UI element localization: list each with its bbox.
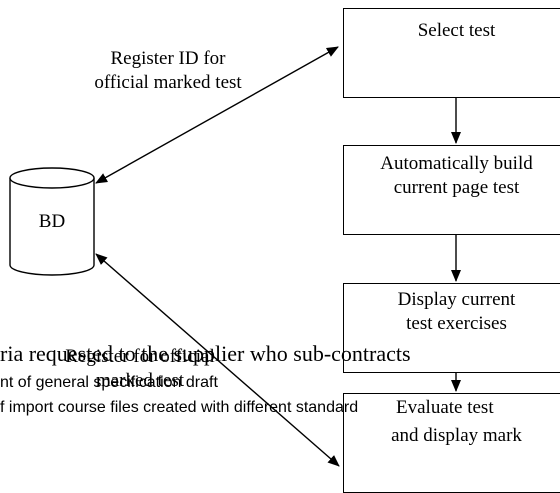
overlap-text-line3: f import course files created with diffe… [0,399,359,416]
edge-label-register-top-line1: Register ID for [110,48,226,69]
edge-label-register-bottom-line1: Register for official [65,346,215,367]
final-step-label: and display mark [391,425,522,446]
database-label: BD [38,211,66,232]
edge-label-register-top: Register ID for official marked test [58,47,278,95]
select-test-label: Select test [417,20,496,41]
database-cylinder [9,167,95,276]
overlap-text-line3-overprint: Evaluate test [396,397,494,418]
display-exercises-label-line1: Display current [397,289,516,310]
edge-label-register-bottom: Register for official marked test [55,345,225,393]
display-exercises-box: Display current test exercises [343,283,560,373]
overlap-text-line2: nt of general specification draft [0,374,218,391]
auto-build-label-line2: current page test [393,177,520,198]
display-exercises-label-line2: test exercises [406,313,507,334]
connector-layer [9,46,461,467]
overlap-text-line1: ria requested to the supplier who sub-co… [0,341,411,366]
auto-build-box: Automatically build current page test [343,145,560,235]
auto-build-label-line1: Automatically build [380,153,533,174]
arrow-db-select-test [95,46,339,184]
edge-label-register-top-line2: official marked test [94,72,242,93]
arrow-db-final-step [95,253,340,467]
final-step-box: and display mark [343,393,560,493]
select-test-box: Select test [343,8,560,98]
edge-label-register-bottom-line2: marked test [95,370,185,391]
